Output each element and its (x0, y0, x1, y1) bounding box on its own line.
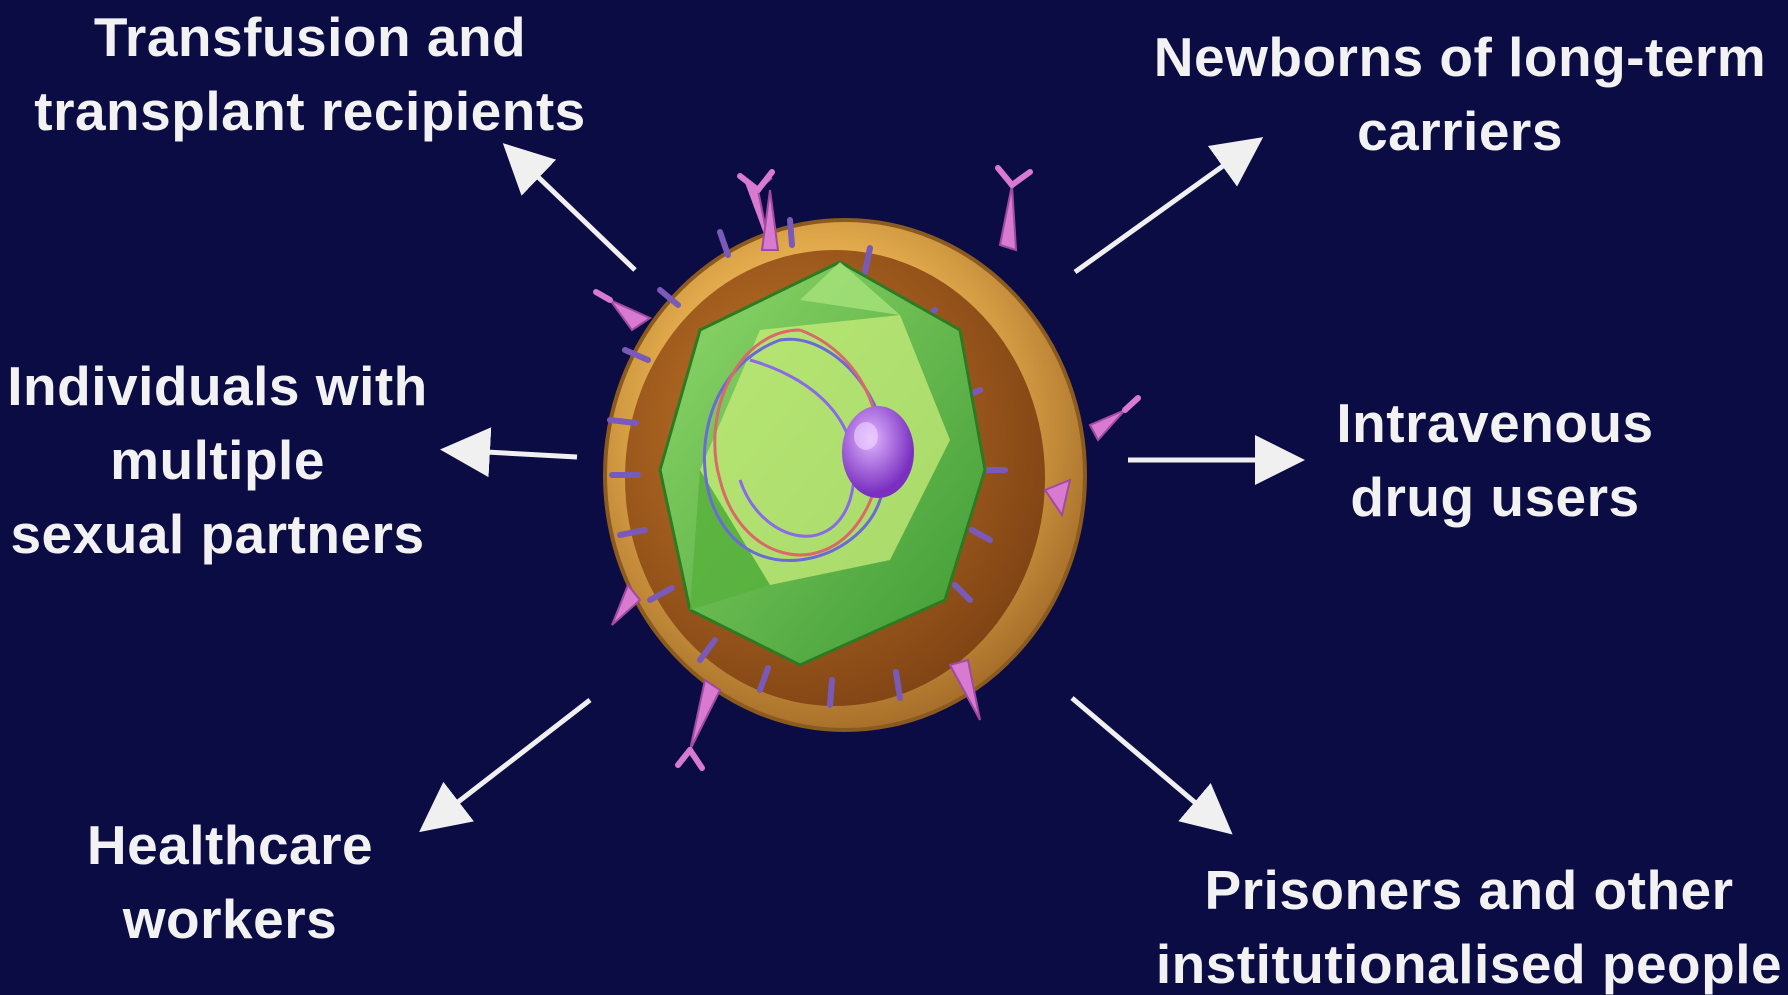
label-multiple-partners: Individuals with multiple sexual partner… (0, 349, 435, 571)
label-line: Intravenous (1300, 386, 1690, 460)
label-line: multiple (0, 423, 435, 497)
label-prisoners: Prisoners and other institutionalised pe… (1150, 853, 1788, 995)
arrow-prisoners (1072, 698, 1225, 828)
label-line: transplant recipients (20, 74, 600, 148)
label-newborns-carriers: Newborns of long-term carriers (1140, 20, 1780, 168)
label-healthcare-workers: Healthcare workers (40, 808, 420, 956)
label-line: workers (40, 882, 420, 956)
label-line: Individuals with (0, 349, 435, 423)
label-line: institutionalised people (1150, 927, 1788, 995)
label-line: sexual partners (0, 497, 435, 571)
virus-particle-icon (596, 168, 1138, 768)
arrow-transfusion (510, 150, 635, 270)
label-line: Transfusion and (20, 0, 600, 74)
arrow-individuals (450, 450, 577, 457)
label-iv-drug-users: Intravenous drug users (1300, 386, 1690, 534)
label-line: Newborns of long-term (1140, 20, 1780, 94)
label-line: Healthcare (40, 808, 420, 882)
label-line: Prisoners and other (1150, 853, 1788, 927)
arrow-healthcare (427, 700, 590, 826)
label-line: drug users (1300, 460, 1690, 534)
label-line: carriers (1140, 94, 1780, 168)
label-transfusion-recipients: Transfusion and transplant recipients (20, 0, 600, 148)
